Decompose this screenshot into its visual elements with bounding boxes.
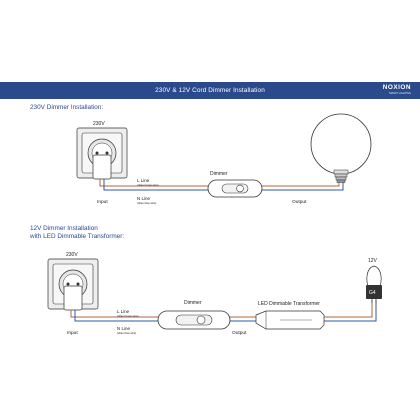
dimmer-1 [207,179,263,198]
section2-title-line1: 12V Dimmer Installation [30,225,98,232]
lamp-voltage: 12V [368,258,378,264]
wires-12v [322,300,377,322]
plug-2 [63,285,83,311]
dimmer-label-2: Dimmer [184,300,202,306]
header-banner: 230V & 12V Cord Dimmer Installation NOXI… [0,82,420,99]
section1-title: 230V Dimmer Installation: [30,104,104,111]
g4-lamp [366,265,382,303]
led-transformer [255,310,325,330]
l-line-note-2: (often brown wire) [117,314,139,318]
input-label-1: Input [97,199,108,205]
output-label-1: Output [292,199,307,205]
lamp-base-label: G4 [369,290,376,296]
n-line-label-1: N Line [137,196,151,201]
dimmer-knob-1 [236,184,244,193]
wires-input-1 [99,179,215,191]
brand-name: NOXION [382,84,411,91]
diagram-title: 230V & 12V Cord Dimmer Installation [155,87,265,94]
dimmer-label-1: Dimmer [210,171,228,177]
brand-tagline: SMART LIGHTING [389,92,411,95]
l-line-label-2: L Line [117,309,130,314]
l-line-note-1: (often brown wire) [137,183,159,187]
wall-socket-1 [76,127,128,180]
wires-output-1 [257,182,344,191]
dimmer-knob-2 [196,315,206,325]
socket-voltage-2: 230V [66,252,78,258]
transformer-label: LED Dimmable Transformer [258,301,320,307]
dimmer-2 [157,310,231,330]
wires-input-2 [70,310,163,322]
section2-title-line2: with LED Dimmable Transformer: [30,233,125,240]
input-label-2: Input [67,330,78,336]
l-line-label-1: L Line [137,178,150,183]
plug-1 [92,154,112,180]
wall-socket-2 [47,258,99,311]
globe-lamp [310,113,372,183]
output-label-2: Output [232,330,247,336]
brand-logo: NOXION SMART LIGHTING [383,84,411,95]
n-line-label-2: N Line [117,326,131,331]
n-line-note-1: (often blue wire) [137,201,156,205]
n-line-note-2: (often blue wire) [117,331,136,335]
socket-voltage-1: 230V [93,121,105,127]
